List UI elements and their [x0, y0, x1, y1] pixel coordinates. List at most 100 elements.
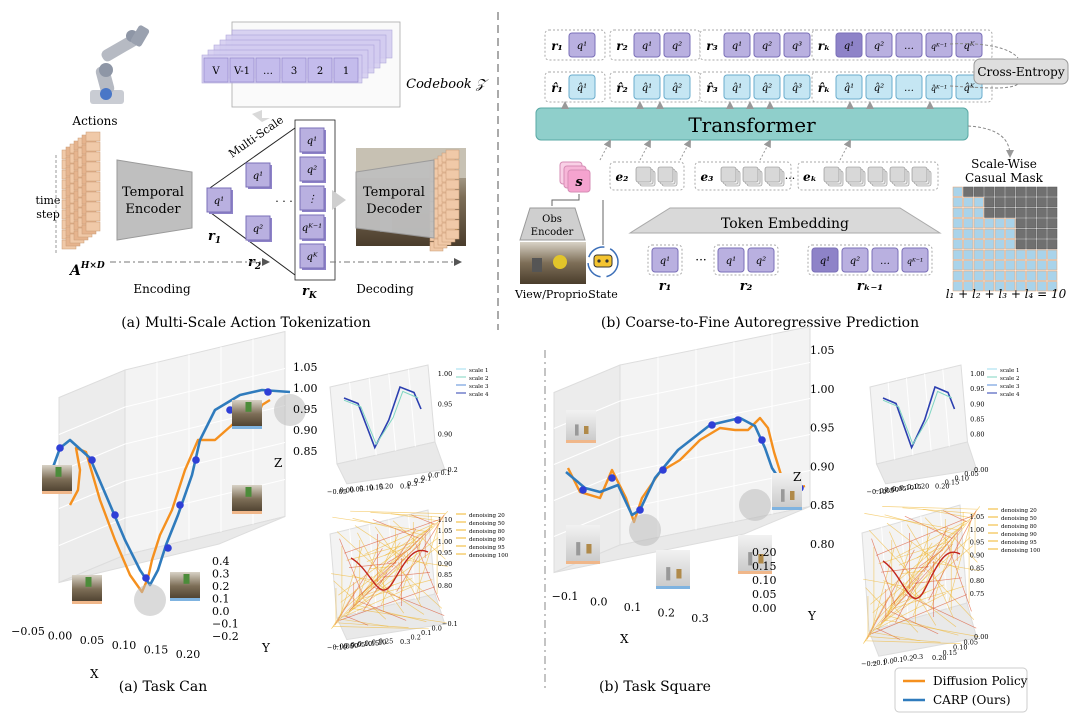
token-label: q̂² [672, 83, 682, 94]
thumbnail-peg [781, 489, 785, 502]
token-label: q³ [792, 41, 802, 52]
z-tick-label: 0.90 [810, 460, 835, 473]
mini-z-tick: 1.00 [438, 538, 452, 546]
mask-cell [952, 197, 963, 208]
input-arrow [599, 139, 611, 161]
decoding-label: Decoding [356, 282, 414, 296]
input-arrow [639, 139, 651, 161]
codebook-label: Codebook 𝒵 [406, 77, 489, 92]
embed-cell [720, 166, 737, 183]
attention-halo [274, 394, 306, 426]
mini-x-tick: 0.10 [358, 640, 372, 648]
denoising-sample [884, 514, 957, 535]
attention-halo [629, 514, 661, 546]
rK-label: rK [302, 284, 318, 301]
time-step-label-2: step [36, 208, 60, 221]
z-tick-label: 0.95 [293, 403, 318, 416]
denoising-sample [396, 514, 445, 592]
mini-y-tick: 0.4 [400, 483, 410, 491]
token [663, 32, 691, 58]
mask-cell [994, 197, 1005, 208]
mask-cell [984, 207, 995, 218]
cross-entropy-label: Cross-Entropy [977, 65, 1064, 79]
token [753, 74, 781, 100]
output-cell [445, 159, 460, 170]
token [723, 32, 751, 58]
mask-cell [994, 228, 1005, 239]
mini-x-tick: 0.15 [369, 483, 383, 491]
mini-legend-label: denoising 100 [1001, 548, 1041, 554]
mask-cell [984, 218, 995, 229]
mini-x-tick: 0.25 [379, 638, 393, 646]
token-label: q̂¹ [577, 83, 587, 94]
input-arrow [759, 139, 771, 161]
token [206, 187, 232, 213]
denoising-sample [905, 534, 931, 594]
token [925, 32, 953, 58]
mini-x-tick: 0.15 [907, 483, 921, 491]
mask-cell [1047, 239, 1058, 250]
obs-encoder-label-1: Obs [542, 214, 562, 225]
mini-legend-label: denoising 90 [1001, 532, 1037, 538]
token-label: q̂² [762, 83, 772, 94]
denoising-sample [376, 582, 425, 615]
input-arrow [839, 139, 851, 161]
cross-entropy-box [973, 58, 1069, 85]
mask-cell [984, 186, 995, 197]
token-label: q¹ [820, 256, 830, 267]
grid-line [900, 521, 909, 620]
denoising-sample [904, 515, 953, 539]
denoising-sample [930, 535, 956, 609]
trajectory-keypoint [579, 486, 587, 494]
transformer-output-arrows [561, 101, 934, 161]
token-label: … [904, 83, 914, 94]
obs-encoder-block [519, 207, 586, 241]
y-tick-label: −0.1 [212, 618, 239, 631]
group-r-label: r̂₂ [616, 81, 628, 95]
token-label: q² [874, 41, 884, 52]
denoising-sample [904, 594, 977, 629]
x-tick-label: 0.1 [624, 601, 642, 614]
mini-z-tick: 1.05 [970, 513, 984, 521]
token-label: q¹ [214, 196, 224, 207]
denoising-sample [889, 531, 914, 585]
mini-legend-label: scale 1 [1000, 368, 1019, 374]
thumbnail-object [790, 491, 795, 500]
mini-legend-label: scale 2 [1000, 376, 1019, 382]
group-r-label: r̂₁ [551, 81, 563, 95]
denoising-sample [926, 569, 975, 621]
grid-line [124, 442, 286, 482]
mask-cell [963, 186, 974, 197]
denoising-sample [369, 566, 394, 570]
panel-a-multiscale-tokenization: Actions time step AH×D Temporal Encoder … [36, 21, 489, 331]
token [299, 214, 325, 240]
trajectory-diffusion-policy [566, 416, 806, 524]
trajectory-keypoint [192, 456, 200, 464]
mask-cell [1015, 260, 1026, 271]
mini-z-tick: 1.05 [438, 527, 452, 535]
mini-y-tick: −0.2 [442, 466, 458, 474]
trajectory-keypoint [659, 466, 667, 474]
codebook-cell [307, 57, 333, 83]
cross-entropy-link-bottom [949, 83, 1019, 89]
trajectory-keypoint [264, 388, 272, 396]
mini-x-tick: 0.20 [379, 482, 393, 490]
mini-y-tick: 0.1 [421, 474, 431, 482]
temporal-encoder-label-1: Temporal [122, 185, 184, 200]
thumbnail-peg [666, 567, 671, 581]
z-tick-label: 1.00 [293, 382, 318, 395]
thumbnail-accent [656, 586, 690, 589]
codebook-cell-label: V-1 [233, 66, 250, 77]
mini-x-tick: 0.05 [351, 641, 365, 649]
token-label: qᴷ⁻¹ [302, 223, 322, 234]
mini-y-tick: 0.1 [421, 629, 431, 637]
embed-cell [635, 166, 652, 183]
mask-cell [1015, 228, 1026, 239]
token [723, 74, 751, 100]
token-label: q² [253, 224, 263, 235]
mask-cell [1015, 281, 1026, 292]
denoising-sample [871, 594, 967, 635]
mini-x-tick: 0.2 [903, 655, 913, 663]
denoising-sample [330, 549, 403, 630]
y-axis-label: Y [807, 609, 817, 623]
